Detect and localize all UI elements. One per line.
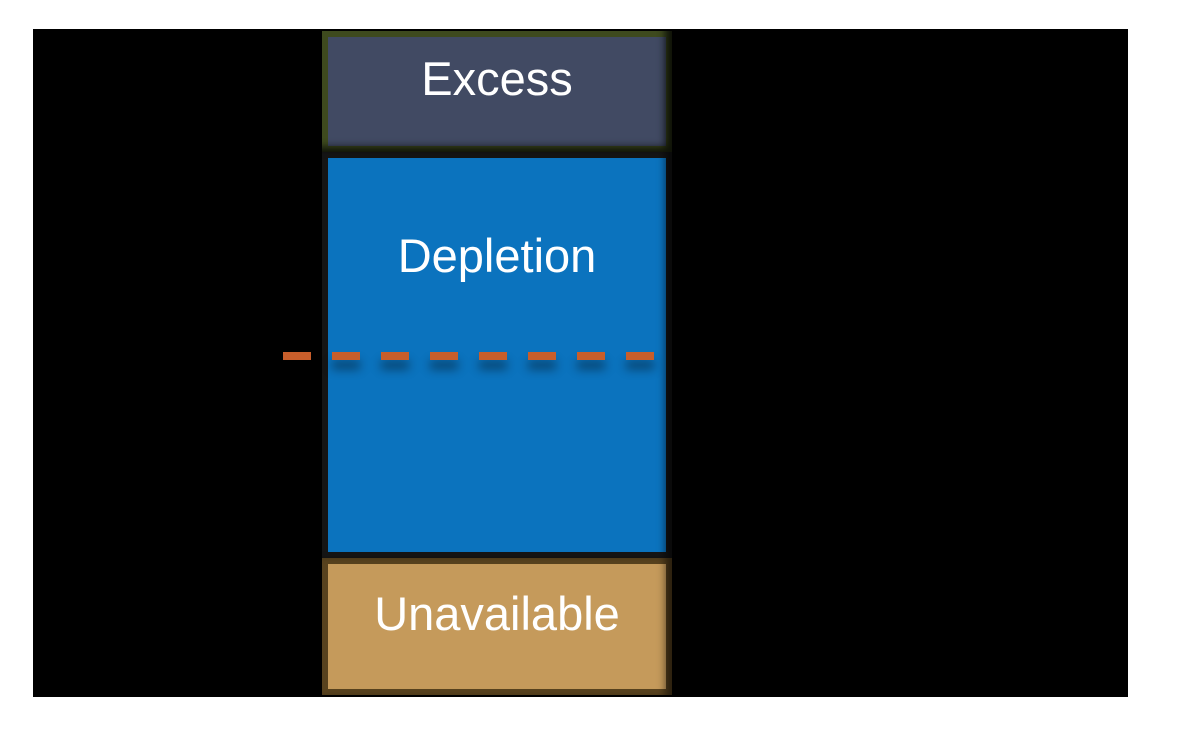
depletion-label: Depletion	[397, 229, 597, 282]
unavailable-segment: Unavailable	[322, 558, 672, 695]
unavailable-label: Unavailable	[374, 587, 620, 640]
depletion-label-zone: Depletion	[328, 158, 666, 353]
threshold-dashed-line	[283, 352, 670, 360]
excess-label: Excess	[421, 52, 573, 105]
excess-segment: Excess	[322, 31, 672, 152]
